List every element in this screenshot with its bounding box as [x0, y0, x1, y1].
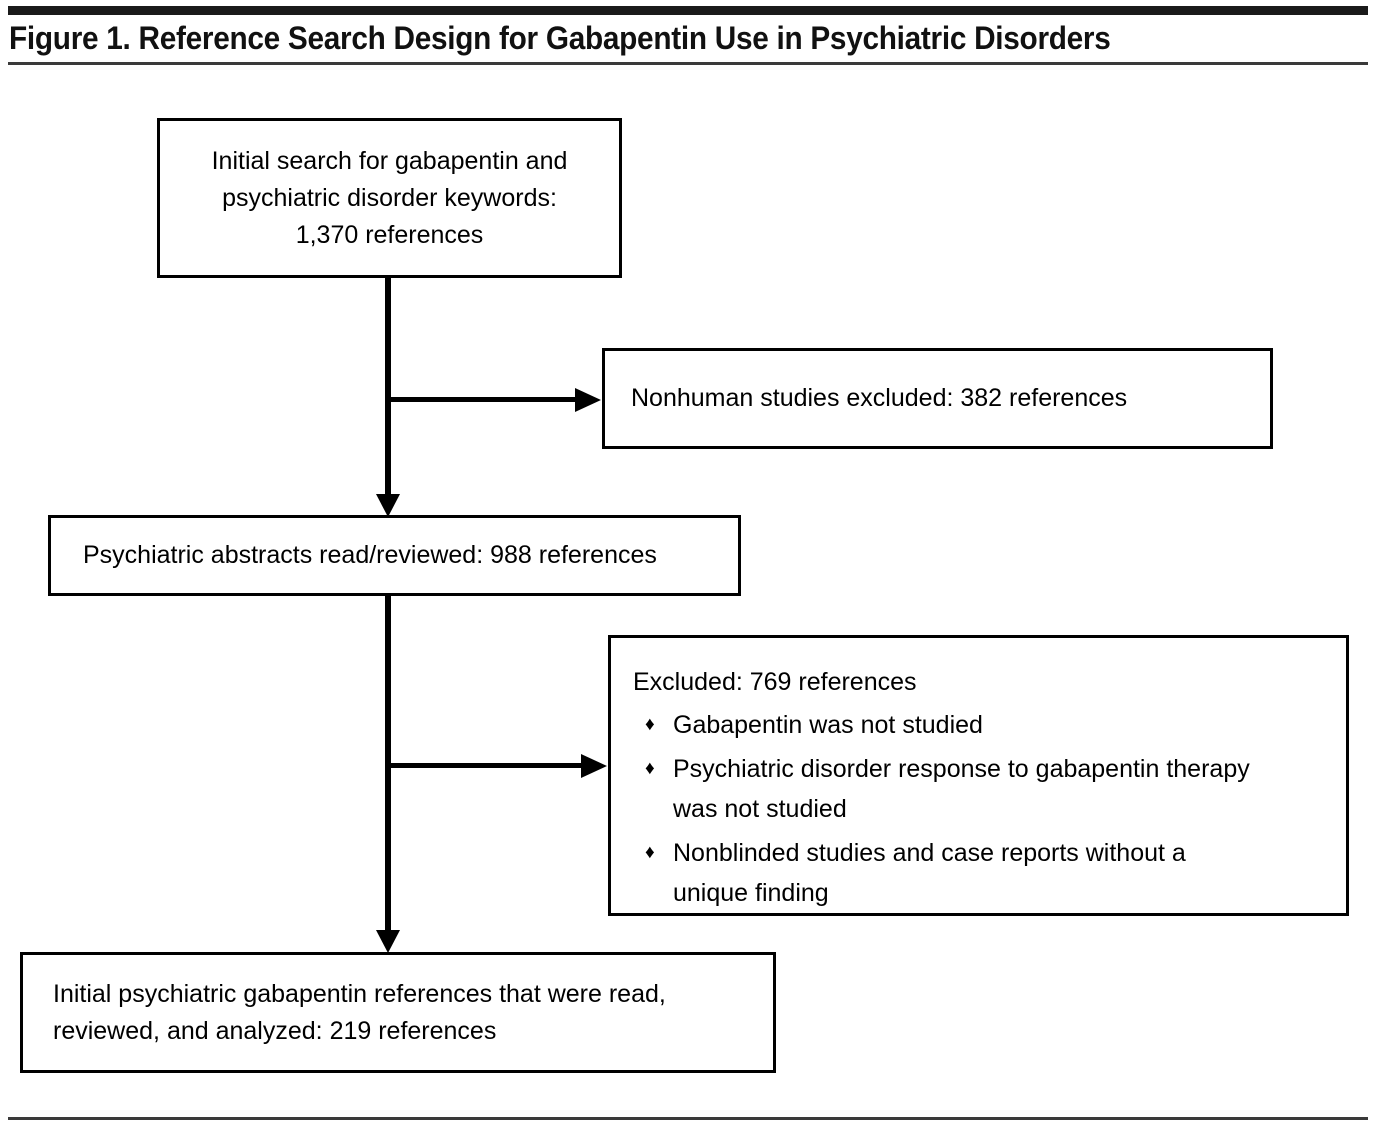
top-rule — [8, 6, 1368, 15]
arrowhead-right-to-excluded-icon — [581, 754, 607, 778]
arrowhead-down-to-final-icon — [376, 930, 400, 953]
flow-box-nonhuman-excluded-label: Nonhuman studies excluded: 382 reference… — [631, 384, 1128, 412]
flow-box-final-references-label: Initial psychiatric gabapentin reference… — [53, 979, 666, 1045]
connector-line-initial-to-abstracts — [385, 277, 391, 499]
excluded-criteria-bullet-text: Nonblinded studies and case reports with… — [673, 839, 1186, 907]
arrowhead-right-to-nonhuman-icon — [575, 388, 601, 412]
arrowhead-down-to-abstracts-icon — [376, 494, 400, 517]
excluded-criteria-bullet-item: ♦ Nonblinded studies and case reports wi… — [633, 833, 1332, 913]
flow-box-final-references: Initial psychiatric gabapentin reference… — [20, 952, 776, 1073]
excluded-criteria-bullet-item: ♦ Psychiatric disorder response to gabap… — [633, 749, 1332, 829]
title-underline-rule — [8, 62, 1368, 65]
diamond-bullet-icon: ♦ — [645, 842, 655, 863]
flow-box-abstracts-reviewed: Psychiatric abstracts read/reviewed: 988… — [48, 515, 741, 596]
flow-box-initial-search: Initial search for gabapentin and psychi… — [157, 118, 622, 278]
flow-box-excluded-criteria: Excluded: 769 references ♦ Gabapentin wa… — [608, 635, 1349, 916]
excluded-criteria-bullet-item: ♦ Gabapentin was not studied — [633, 705, 1332, 745]
bottom-rule — [8, 1117, 1368, 1120]
excluded-criteria-bullet-text: Gabapentin was not studied — [673, 711, 983, 739]
flow-box-abstracts-reviewed-label: Psychiatric abstracts read/reviewed: 988… — [83, 541, 657, 569]
connector-line-to-nonhuman — [388, 397, 575, 402]
diamond-bullet-icon: ♦ — [645, 758, 655, 779]
flow-box-initial-search-label: Initial search for gabapentin and psychi… — [211, 146, 568, 249]
connector-line-to-excluded — [388, 763, 581, 768]
figure-title: Figure 1. Reference Search Design for Ga… — [9, 20, 1111, 56]
excluded-criteria-bullet-text: Psychiatric disorder response to gabapen… — [673, 755, 1250, 823]
flow-box-nonhuman-excluded: Nonhuman studies excluded: 382 reference… — [602, 348, 1273, 449]
excluded-criteria-heading: Excluded: 769 references — [633, 668, 917, 696]
diamond-bullet-icon: ♦ — [645, 714, 655, 735]
excluded-criteria-bullet-list: ♦ Gabapentin was not studied ♦ Psychiatr… — [633, 705, 1332, 913]
